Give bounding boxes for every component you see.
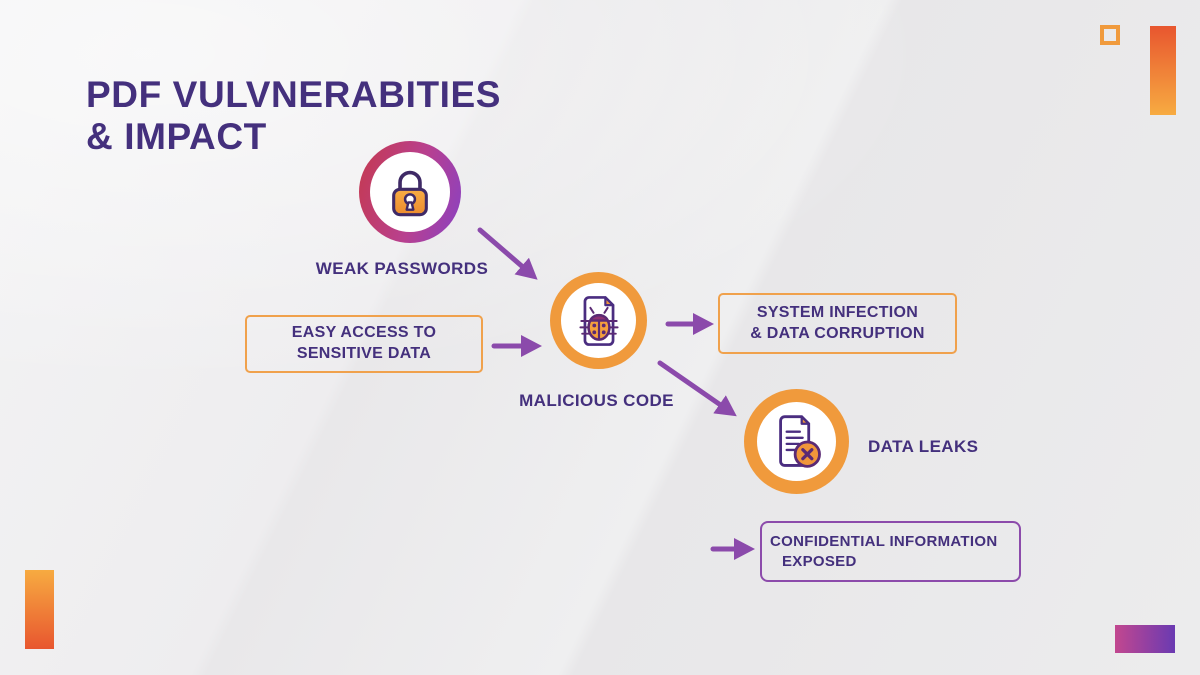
- easy-access-line1: EASY ACCESS TO: [291, 324, 437, 342]
- weak-passwords-label: WEAK PASSWORDS: [315, 259, 489, 278]
- weak-passwords-ring: [359, 141, 461, 243]
- page-title: PDF VULVNERABITIES & IMPACT: [86, 74, 501, 158]
- data-leaks-label: DATA LEAKS: [868, 437, 979, 456]
- data-leaks-ring: [744, 389, 849, 494]
- title-line-1: PDF VULVNERABITIES: [86, 74, 502, 115]
- lock-icon: [392, 170, 428, 217]
- confidential-information-box: CONFIDENTIAL INFORMATION EXPOSED: [760, 521, 1021, 582]
- confidential-line1: CONFIDENTIAL INFORMATION: [770, 533, 998, 550]
- easy-access-box: EASY ACCESS TO SENSITIVE DATA: [245, 315, 483, 373]
- system-infection-line1: SYSTEM INFECTION: [756, 303, 919, 321]
- deco-square-outline: [1100, 25, 1120, 45]
- deco-bar-top-right: [1150, 26, 1176, 115]
- title-line-2: & IMPACT: [86, 115, 267, 157]
- malicious-code-ring: [550, 272, 647, 369]
- system-infection-line2: & DATA CORRUPTION: [750, 324, 925, 342]
- data-leaks-ring-inner: [757, 402, 836, 481]
- weak-passwords-ring-inner: [370, 152, 450, 232]
- easy-access-line2: SENSITIVE DATA: [296, 345, 432, 362]
- system-infection-box: SYSTEM INFECTION & DATA CORRUPTION: [718, 293, 957, 354]
- confidential-line2: EXPOSED: [782, 552, 857, 570]
- bug-document-icon: [578, 295, 619, 346]
- deco-bar-bottom-left: [25, 570, 54, 649]
- deco-bar-bottom-right: [1115, 625, 1175, 653]
- document-error-icon: [778, 414, 821, 468]
- malicious-code-ring-inner: [561, 283, 636, 358]
- malicious-code-label: MALICIOUS CODE: [519, 391, 674, 410]
